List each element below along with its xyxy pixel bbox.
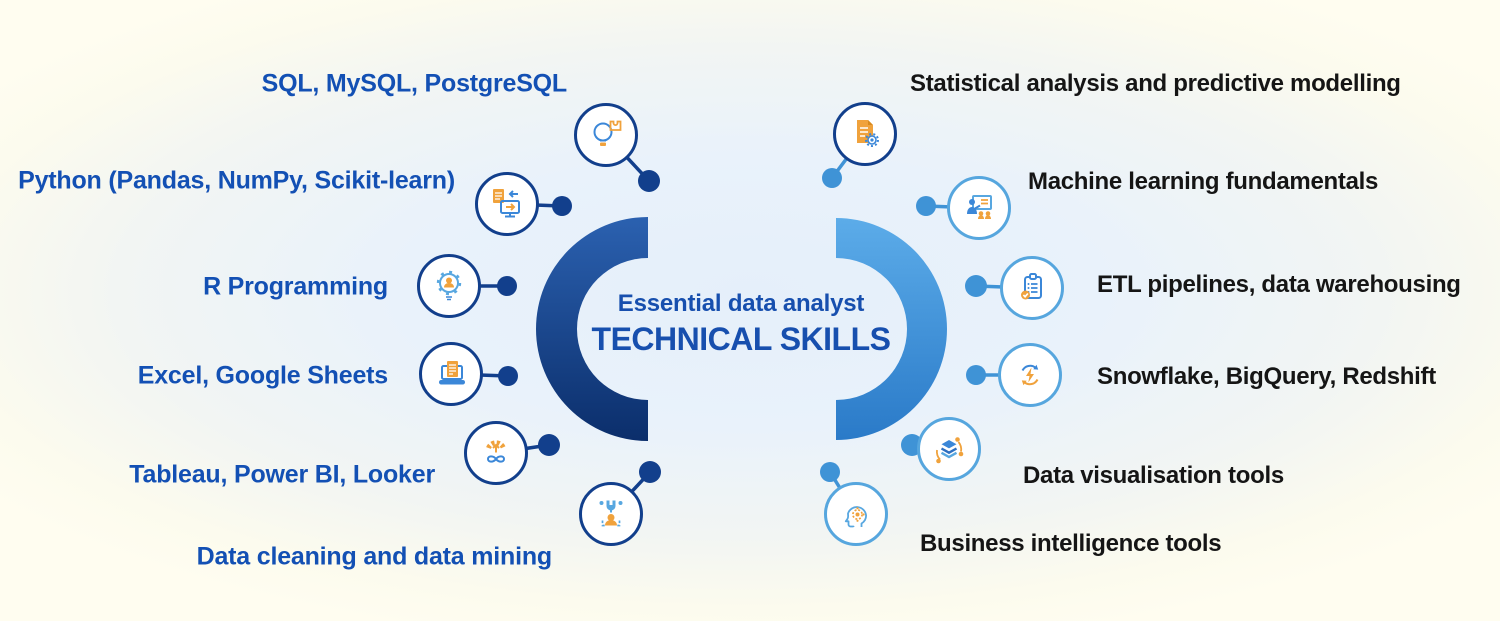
head-gear-icon <box>844 506 867 528</box>
dataviz-node <box>917 417 981 481</box>
etl-node <box>1000 256 1064 320</box>
sql-node <box>574 103 638 167</box>
python-node <box>475 172 539 236</box>
left-connector-dots <box>497 170 661 483</box>
sync-bolt-icon <box>1021 364 1039 386</box>
skill-label-cleaning: Data cleaning and data mining <box>196 542 553 571</box>
data-cleaning-node <box>579 482 643 546</box>
skill-label-dataviz: Data visualisation tools <box>1023 462 1284 489</box>
statistics-node <box>833 102 897 166</box>
tableau-node <box>464 421 528 485</box>
warehouses-node <box>998 343 1062 407</box>
skill-label-tableau: Tableau, Power BI, Looker <box>129 460 435 489</box>
skill-label-python: Python (Pandas, NumPy, Scikit-learn) <box>18 166 455 195</box>
skill-label-r: R Programming <box>203 272 388 301</box>
center-title-block: Essential data analyst TECHNICAL SKILLS <box>560 290 922 358</box>
skill-label-ml: Machine learning fundamentals <box>1028 168 1379 195</box>
right-arc <box>836 218 947 440</box>
presentation-training-icon <box>967 195 992 219</box>
right-connector-dots <box>820 168 987 482</box>
gear-person-icon <box>436 270 462 301</box>
skill-label-etl: ETL pipelines, data warehousing <box>1097 271 1461 298</box>
skill-label-bi: Business intelligence tools <box>920 530 1222 557</box>
clipboard-checklist-icon <box>1021 273 1042 300</box>
r-node <box>417 254 481 318</box>
laptop-document-icon <box>439 361 465 385</box>
data-transfer-icon <box>493 189 520 218</box>
skill-label-excel: Excel, Google Sheets <box>137 361 388 390</box>
lightbulb-puzzle-icon <box>593 120 622 146</box>
left-arc <box>536 217 648 441</box>
excel-node <box>419 342 483 406</box>
infographic-subtitle: Essential data analyst <box>617 290 865 317</box>
infographic-title: TECHNICAL SKILLS <box>591 320 891 357</box>
business-intelligence-node <box>824 482 888 546</box>
infinity-gear-icon <box>486 440 506 463</box>
wrench-person-icon <box>599 500 623 527</box>
skill-label-sql: SQL, MySQL, PostgreSQL <box>261 69 568 98</box>
layers-orbit-icon <box>936 437 964 464</box>
skill-label-statistics: Statistical analysis and predictive mode… <box>910 70 1401 97</box>
machine-learning-node <box>947 176 1011 240</box>
document-gear-icon <box>857 120 879 147</box>
skill-label-warehouses: Snowflake, BigQuery, Redshift <box>1097 363 1436 390</box>
